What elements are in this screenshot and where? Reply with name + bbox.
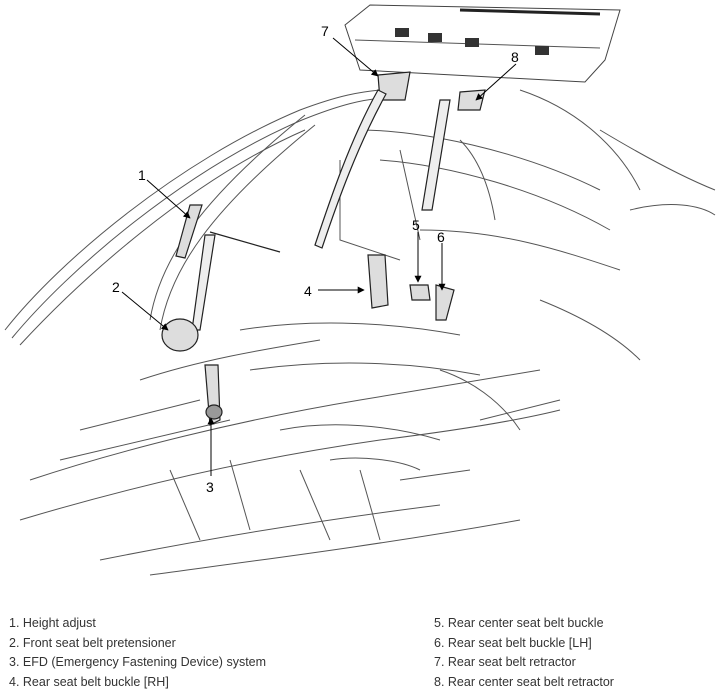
callout-2: 2 [112,279,120,295]
body-shell [4,4,716,576]
callout-4: 4 [304,283,312,299]
legend-item-3: 3. EFD (Emergency Fastening Device) syst… [9,655,267,670]
legend-left: 1. Height adjust 2. Front seat belt pret… [9,614,266,692]
legend-item-2: 2. Front seat belt pretensioner [9,635,176,650]
legend-item-1: 1. Height adjust [9,616,96,630]
legend-item-4: 4. Rear seat belt buckle [RH] [9,674,169,689]
legend-item-8: 8. Rear center seat belt retractor [434,674,614,689]
seat-belt-components [161,71,486,426]
callout-1: 1 [138,167,146,183]
callout-3: 3 [206,479,214,495]
callout-8: 8 [511,49,519,65]
legend-item-6: 6. Rear seat belt buckle [LH] [434,635,592,650]
callout-6: 6 [437,229,445,245]
callout-7: 7 [321,23,329,39]
vehicle-body-diagram: 1 2 3 4 5 6 7 8 [4,4,716,576]
legend-item-5: 5. Rear center seat belt buckle [434,616,604,630]
leader-lines [121,37,517,476]
callout-labels: 1 2 3 4 5 6 7 8 [112,23,519,495]
legend-item-7: 7. Rear seat belt retractor [434,655,576,670]
callout-5: 5 [412,217,420,233]
legend-right: 5. Rear center seat belt buckle 6. Rear … [434,614,614,692]
